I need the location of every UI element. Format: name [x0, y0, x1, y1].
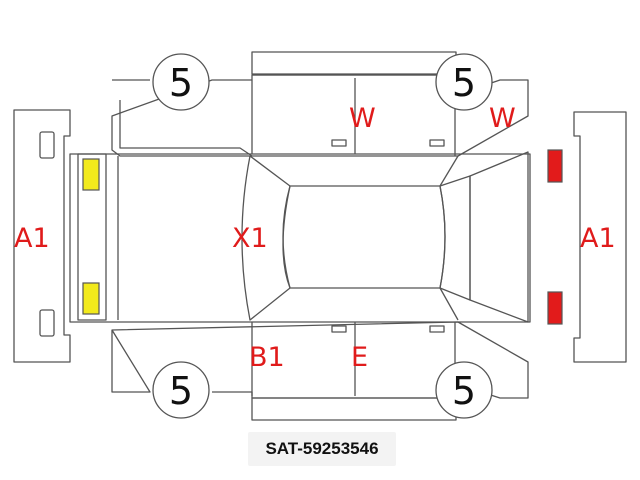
- trunk-lid[interactable]: [469, 151, 529, 323]
- lower-handle-1: [331, 325, 347, 333]
- upper-front-fender: [119, 100, 253, 157]
- label-bottom-pillar: B1: [249, 342, 285, 373]
- body-top-view[interactable]: [69, 153, 531, 323]
- tire-rear-left[interactable]: [152, 361, 210, 419]
- tire-front-left-grade: 5: [169, 61, 193, 105]
- front-lamp-top: [82, 158, 100, 191]
- label-rear-bumper: A1: [580, 223, 616, 254]
- roof-panel[interactable]: [282, 185, 446, 289]
- label-top-door: W: [349, 103, 376, 134]
- rear-pillar-top: [439, 155, 459, 187]
- upper-handle-1: [331, 139, 347, 147]
- tire-rear-right-grade: 5: [452, 369, 476, 413]
- rear-window[interactable]: [439, 175, 471, 301]
- upper-handle-2: [429, 139, 445, 147]
- upper-body-side[interactable]: [111, 74, 529, 157]
- lower-handle-2: [429, 325, 445, 333]
- tire-front-right-grade: 5: [452, 61, 476, 105]
- rear-lamp-bottom: [547, 291, 563, 325]
- top-side-panel[interactable]: [251, 51, 457, 75]
- front-bumper[interactable]: [13, 109, 71, 363]
- label-front-bumper: A1: [14, 223, 50, 254]
- windshield[interactable]: [241, 155, 291, 321]
- tire-rear-left-grade: 5: [169, 369, 193, 413]
- inspection-code: SAT-59253546: [248, 432, 396, 466]
- label-roof: X1: [232, 223, 268, 254]
- front-lamp-housing: [77, 153, 107, 321]
- front-bumper-marker-top: [39, 131, 55, 159]
- tire-rear-right[interactable]: [435, 361, 493, 419]
- bottom-side-panel[interactable]: [251, 397, 457, 421]
- rear-bumper[interactable]: [573, 111, 627, 363]
- rear-pillar-bottom: [439, 287, 459, 321]
- label-top-rear-quarter: W: [489, 103, 516, 134]
- tire-front-left[interactable]: [152, 53, 210, 111]
- front-lamp-bottom: [82, 282, 100, 315]
- tire-front-right[interactable]: [435, 53, 493, 111]
- front-bumper-marker-bottom: [39, 309, 55, 337]
- rear-lamp-top: [547, 149, 563, 183]
- label-bottom-door: E: [351, 342, 368, 373]
